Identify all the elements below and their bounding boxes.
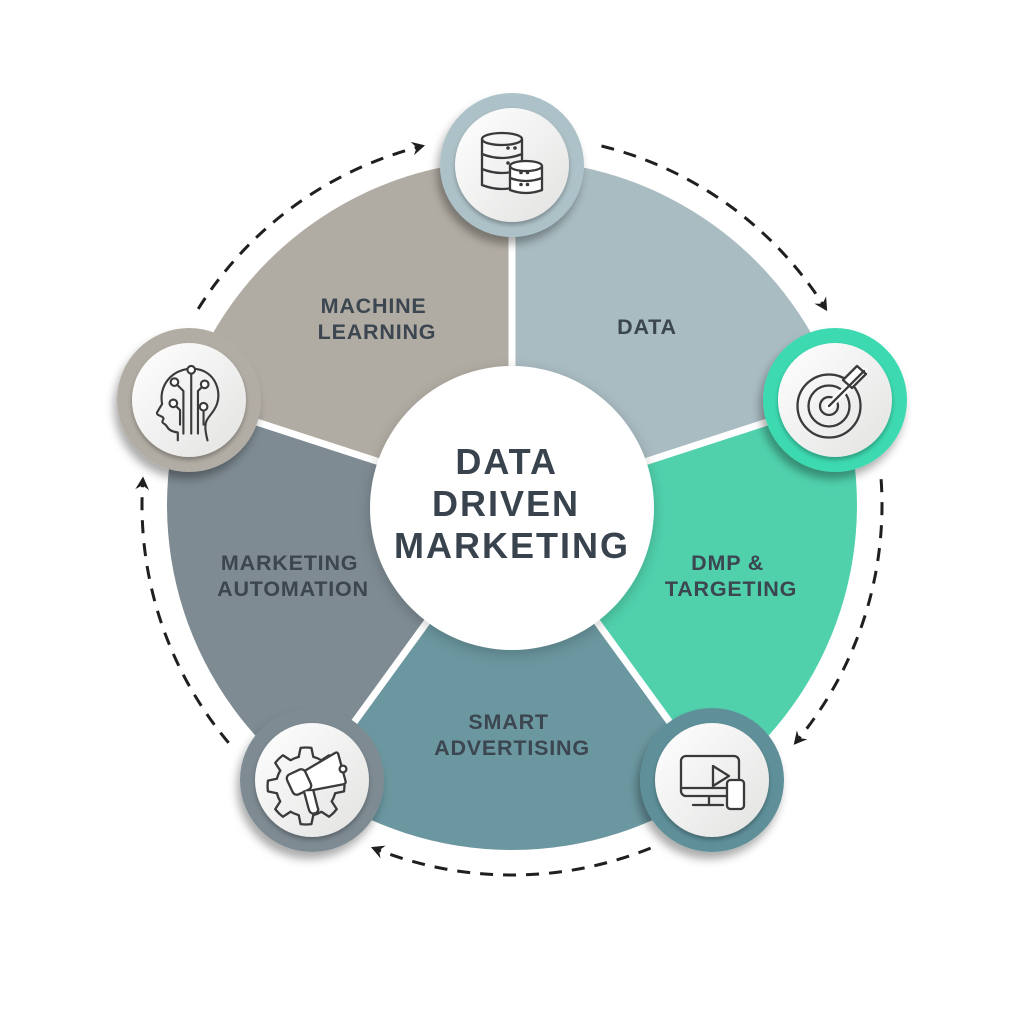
center-circle (370, 366, 654, 650)
label-dmp-targeting: DMP & TARGETING (665, 551, 797, 601)
flow-arrow-bottomright-to-bottomleft (370, 845, 652, 877)
head-circuit-icon (117, 328, 261, 472)
flow-arrow-bottomleft-to-left (135, 476, 230, 744)
icon-disc (132, 343, 246, 457)
pie-segments (167, 160, 857, 850)
video-player-icon (640, 708, 784, 852)
flow-arrow-left-to-top (196, 141, 426, 310)
label-smart-advertising: SMART ADVERTISING (434, 710, 590, 760)
diagram-title: DATA DRIVEN MARKETING (394, 441, 630, 566)
gear-megaphone-icon (240, 708, 384, 852)
segment-labels: DATA DMP & TARGETING SMART ADVERTISING M… (217, 294, 797, 760)
flow-arrow-right-to-bottomright (793, 479, 884, 745)
flow-arrow-top-to-right (601, 144, 828, 312)
segment-smart-advertising (309, 505, 715, 850)
label-data: DATA (617, 315, 677, 339)
label-machine-learning: MACHINE LEARNING (318, 294, 437, 344)
database-icon (440, 93, 584, 237)
cycle-arrows (135, 141, 884, 877)
target-dart-icon (763, 328, 907, 472)
label-marketing-automation: MARKETING AUTOMATION (217, 551, 369, 601)
